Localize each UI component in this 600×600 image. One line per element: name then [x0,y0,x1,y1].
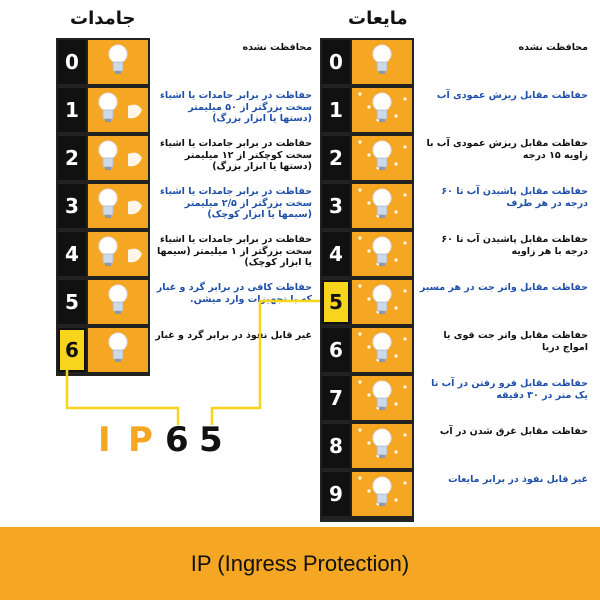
liquids-row-6: 6 [322,328,412,372]
footer-title: IP (Ingress Protection) [0,527,600,600]
solids-level-description: غیر قابل نفوذ در برابر گرد و غبار [155,330,312,341]
solids-level-number: 2 [58,136,86,180]
bulb-icon [372,236,392,266]
liquids-level-description: حفاظت مقابل پاشیدن آب تا ۶۰ درجه در هر ط… [441,186,588,209]
liquids-level-number: 3 [322,184,350,228]
solids-level-illustration [88,136,148,180]
solids-level-description: حفاظت کافی در برابر گرد و غبار که با تجه… [156,282,312,305]
liquids-row-1: 1 [322,88,412,132]
liquids-level-description: حفاظت مقابل واتر جت قوی یا امواج دریا [443,330,588,353]
liquids-level-description: حفاظت مقابل ریزش عمودی آب با زاویه ۱۵ در… [426,138,588,161]
code-letter-i: I [98,420,111,460]
solids-level-illustration [88,184,148,228]
bulb-icon [372,92,392,122]
solids-row-5: 5 [58,280,148,324]
liquids-level-description: حفاظت مقابل غرق شدن در آب [439,426,588,437]
bulb-icon [108,332,128,362]
solids-row-0: 0 [58,40,148,84]
solids-level-description: حفاظت در برابر جامدات یا اشیاء سخت کوچکت… [160,138,312,172]
solids-level-illustration [88,280,148,324]
solids-row-1: 1 [58,88,148,132]
liquids-level-number: 5 [322,280,350,324]
solids-level-illustration [88,328,148,372]
liquids-row-0: 0 [322,40,412,84]
solids-row-6: 6 [58,328,148,372]
liquids-level-illustration [352,136,412,180]
liquids-row-3: 3 [322,184,412,228]
solids-level-description: حفاظت در برابر جامدات یا اشیاء سخت بزرگت… [156,234,312,268]
bulb-icon [372,284,392,314]
bulb-icon [98,140,118,170]
liquids-row-4: 4 [322,232,412,276]
liquids-level-illustration [352,424,412,468]
liquids-level-illustration [352,280,412,324]
liquids-level-number: 0 [322,40,350,84]
liquids-row-2: 2 [322,136,412,180]
solids-level-illustration [88,40,148,84]
solids-level-number: 3 [58,184,86,228]
solids-row-4: 4 [58,232,148,276]
bulb-icon [98,188,118,218]
liquids-row-8: 8 [322,424,412,468]
code-letter-p: P [128,420,153,460]
liquids-row-7: 7 [322,376,412,420]
solids-row-3: 3 [58,184,148,228]
liquids-row-5: 5 [322,280,412,324]
solids-level-illustration [88,88,148,132]
bulb-icon [372,332,392,362]
bulb-icon [372,476,392,506]
solids-level-description: محافظت نشده [242,42,312,53]
liquids-level-illustration [352,472,412,516]
liquids-level-number: 7 [322,376,350,420]
liquids-level-description: حفاظت مقابل فرو رفتن در آب تا یک متر در … [431,378,588,401]
code-digit-liquids: 5 [199,420,223,460]
liquids-level-illustration [352,88,412,132]
liquids-level-description: حفاظت مقابل پاشیدن آب تا ۶۰ درجه با هر ز… [441,234,588,257]
liquids-level-description: حفاظت مقابل واتر جت در هر مسیر [419,282,588,293]
liquids-title: مایعات [348,8,408,29]
bulb-icon [372,44,392,74]
bulb-icon [98,92,118,122]
liquids-level-description: حفاظت مقابل ریزش عمودی آب [436,90,588,101]
liquids-level-illustration [352,184,412,228]
solids-level-description: حفاظت در برابر جامدات یا اشیاء سخت بزرگت… [160,90,312,124]
solids-title: جامدات [70,8,136,29]
liquids-level-illustration [352,40,412,84]
bulb-icon [372,380,392,410]
solids-row-2: 2 [58,136,148,180]
solids-level-number: 6 [58,328,86,372]
liquids-connector [210,299,320,425]
bulb-icon [108,44,128,74]
liquids-level-illustration [352,232,412,276]
solids-level-number: 5 [58,280,86,324]
bulb-icon [98,236,118,266]
liquids-row-9: 9 [322,472,412,516]
bulb-icon [372,188,392,218]
liquids-level-number: 1 [322,88,350,132]
liquids-level-number: 8 [322,424,350,468]
liquids-level-number: 6 [322,328,350,372]
bulb-icon [372,140,392,170]
liquids-level-description: غیر قابل نفوذ در برابر مایعات [448,474,588,485]
liquids-level-number: 2 [322,136,350,180]
liquids-level-description: محافظت نشده [518,42,588,53]
liquids-level-illustration [352,376,412,420]
bulb-icon [108,284,128,314]
solids-level-illustration [88,232,148,276]
code-digit-solids: 6 [165,420,189,460]
solids-level-number: 1 [58,88,86,132]
solids-level-description: حفاظت در برابر جامدات یا اشیاء سخت بزرگت… [160,186,312,220]
liquids-level-number: 9 [322,472,350,516]
solids-level-number: 4 [58,232,86,276]
liquids-level-illustration [352,328,412,372]
bulb-icon [372,428,392,458]
liquids-level-number: 4 [322,232,350,276]
solids-level-number: 0 [58,40,86,84]
